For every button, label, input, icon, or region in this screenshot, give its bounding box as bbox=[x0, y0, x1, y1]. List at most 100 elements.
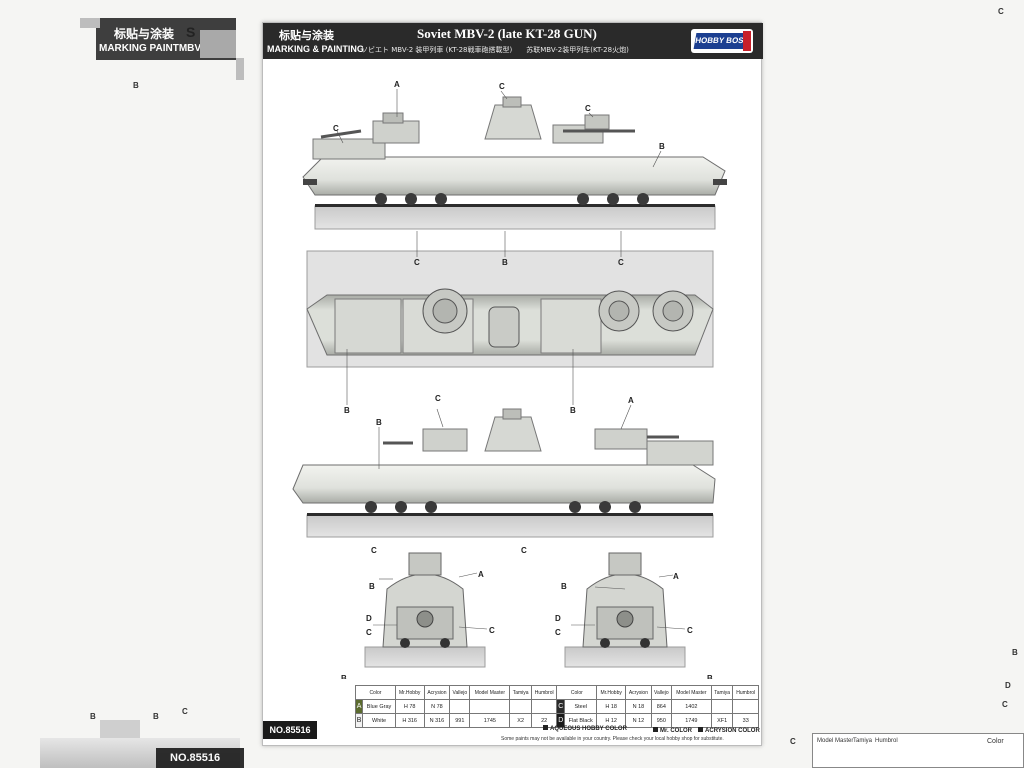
callout-c: C bbox=[414, 258, 420, 267]
square-icon bbox=[653, 727, 658, 732]
ghost-callout: C bbox=[790, 737, 796, 746]
th-mrhobby: Mr.Hobby bbox=[596, 685, 626, 700]
central-cupola bbox=[502, 96, 522, 108]
buffer bbox=[616, 610, 634, 628]
end-view-rear bbox=[564, 552, 686, 668]
ghost-callout: B bbox=[90, 712, 96, 721]
humbrol-value: 33 bbox=[732, 713, 759, 728]
color-name: White bbox=[362, 713, 396, 728]
wheel bbox=[640, 638, 650, 648]
table-row: B White H 316 N 316 991 1745 X2 22 D Fla… bbox=[354, 713, 759, 728]
ghost-callout: D bbox=[1005, 681, 1011, 690]
wheel bbox=[440, 638, 450, 648]
turret-cupola bbox=[382, 112, 404, 124]
color-letter: A bbox=[354, 699, 364, 714]
callout-a: A bbox=[394, 80, 400, 89]
side-view-left bbox=[292, 408, 716, 538]
display-base bbox=[564, 646, 686, 668]
th-tamiya: Tamiya bbox=[509, 685, 532, 700]
vallejo-value: 991 bbox=[449, 713, 471, 728]
th-vallejo: Vallejo bbox=[650, 685, 672, 700]
painting-diagram: A C C C B C B C B B B C A C C A B D C C bbox=[292, 80, 727, 679]
wheel bbox=[400, 638, 410, 648]
th-modelmaster: Model Master bbox=[670, 685, 712, 700]
gun-barrel bbox=[320, 129, 362, 139]
deck-plate bbox=[540, 298, 602, 354]
modelmaster-value bbox=[469, 699, 511, 714]
ghost-th: Tamiya bbox=[853, 738, 873, 744]
end-turret bbox=[608, 552, 642, 576]
display-base bbox=[364, 646, 486, 668]
callout-a: A bbox=[628, 396, 634, 405]
buffer bbox=[416, 610, 434, 628]
color-letter: B bbox=[354, 713, 364, 728]
callout-c: C bbox=[489, 626, 495, 635]
callout-c: C bbox=[499, 82, 505, 91]
ghost-shape bbox=[236, 58, 244, 80]
turret-hatch bbox=[432, 298, 458, 324]
ghost-product-no: NO.85516 bbox=[156, 748, 244, 768]
hobbyboss-logo: HOBBY BOSS bbox=[691, 29, 753, 53]
hull bbox=[302, 156, 726, 196]
ghost-callout: C bbox=[182, 707, 188, 716]
wheels bbox=[365, 501, 641, 513]
central-turret bbox=[484, 104, 542, 140]
callout-d: D bbox=[366, 614, 372, 623]
central-hatch bbox=[488, 306, 520, 348]
wheels bbox=[375, 193, 649, 205]
aa-mount bbox=[584, 114, 610, 130]
ghost-color-table: Model Master Tamiya Humbrol Color bbox=[812, 733, 1024, 768]
deck-plate bbox=[334, 298, 402, 354]
acrysion-value: N 18 bbox=[625, 699, 652, 714]
rail bbox=[315, 204, 715, 207]
th-vallejo: Vallejo bbox=[449, 685, 471, 700]
ghost-header-en: MARKING PAINTMBV-2 bbox=[99, 43, 210, 54]
callout-c: C bbox=[521, 546, 527, 555]
acrysion-value: N 78 bbox=[423, 699, 451, 714]
callout-c: C bbox=[366, 628, 372, 637]
availability-note: Some paints may not be available in your… bbox=[501, 736, 724, 742]
callout-b: B bbox=[570, 406, 576, 415]
ghost-shape bbox=[80, 18, 100, 28]
callout-labels: A C C C B C B C B B B C A C C A B D C C bbox=[333, 80, 713, 679]
th-humbrol: Humbrol bbox=[530, 685, 558, 700]
turret-front bbox=[372, 120, 420, 144]
legend-mr-color: Mr. COLOR ACRYSION COLOR bbox=[653, 725, 760, 734]
legend-aqueous: AQUEOUS HOBBY COLOR bbox=[543, 725, 627, 732]
coupler bbox=[303, 179, 317, 185]
th-acrysion: Acrysion bbox=[423, 685, 451, 700]
end-view-front bbox=[364, 552, 486, 668]
ghost-shape bbox=[100, 720, 140, 738]
ghost-th: Color bbox=[987, 738, 1004, 745]
callout-c: C bbox=[371, 546, 377, 555]
ghost-callout: B bbox=[133, 81, 139, 90]
central-turret bbox=[484, 416, 542, 452]
color-reference-table: Color Mr.Hobby Acrysion Vallejo Model Ma… bbox=[354, 685, 759, 728]
display-base bbox=[306, 514, 714, 538]
ghost-th: Humbrol bbox=[875, 738, 898, 744]
color-letter: C bbox=[556, 699, 566, 714]
coupler bbox=[713, 179, 727, 185]
ghost-header-cn: 标贴与涂装 bbox=[114, 27, 175, 41]
tamiya-value bbox=[509, 699, 532, 714]
vallejo-value bbox=[449, 699, 471, 714]
mrhobby-value: H 18 bbox=[596, 699, 626, 714]
th-color: Color bbox=[355, 685, 396, 700]
color-name: Blue Gray bbox=[362, 699, 396, 714]
callout-c: C bbox=[435, 394, 441, 403]
sheet-header: 标贴与涂装 MARKING & PAINTING Soviet MBV-2 (l… bbox=[263, 23, 763, 59]
callout-b: B bbox=[341, 674, 347, 679]
turret-rear bbox=[422, 428, 468, 452]
callout-b: B bbox=[659, 142, 665, 151]
vallejo-value: 864 bbox=[650, 699, 672, 714]
wheel bbox=[600, 638, 610, 648]
central-cupola bbox=[502, 408, 522, 420]
color-name: Flat Black bbox=[564, 713, 598, 728]
mrhobby-value: H 78 bbox=[394, 699, 425, 714]
mrhobby-value: H 316 bbox=[394, 713, 425, 728]
mrhobby-value: H 12 bbox=[596, 713, 626, 728]
hull bbox=[292, 464, 716, 504]
callout-c: C bbox=[687, 626, 693, 635]
callout-b: B bbox=[344, 406, 350, 415]
